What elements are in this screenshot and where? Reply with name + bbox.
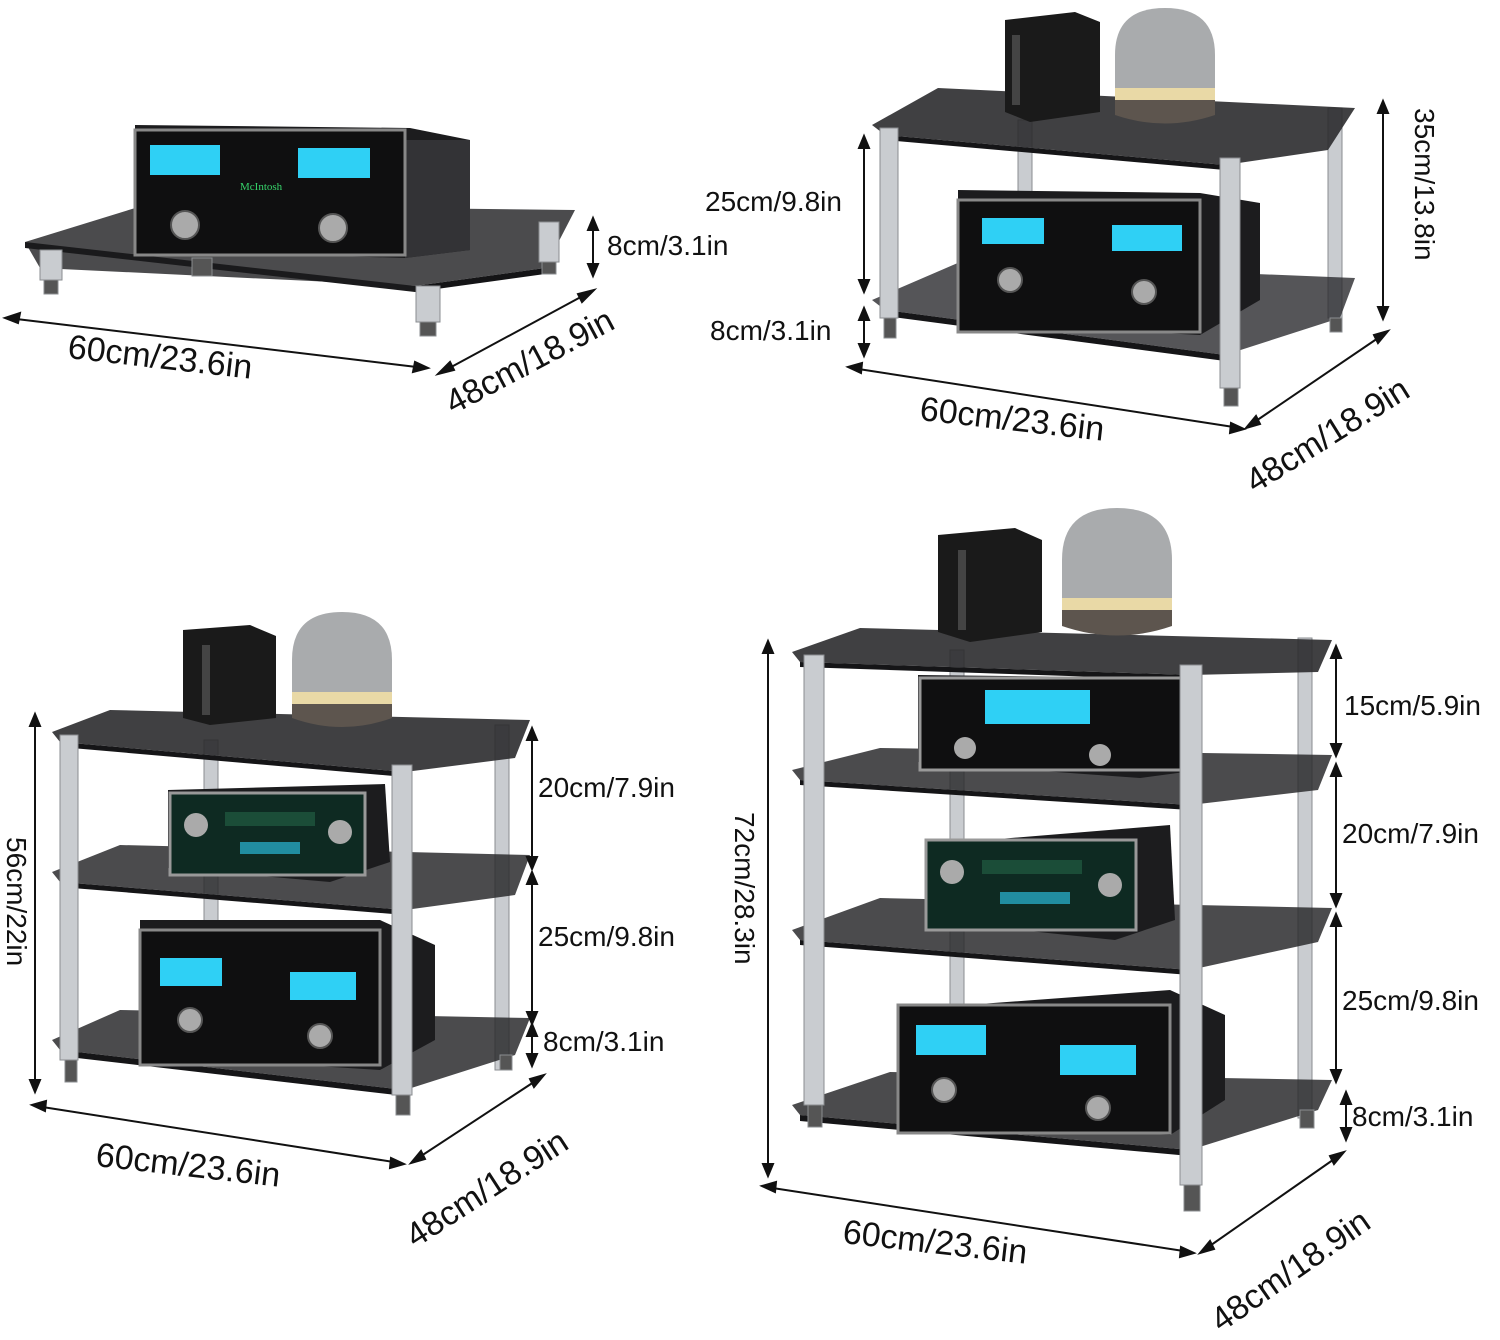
dimension-lines <box>759 638 1353 1259</box>
speaker-box <box>1005 12 1100 122</box>
smart-speaker <box>1062 508 1172 636</box>
amplifier <box>138 920 435 1070</box>
dimension-lines <box>845 98 1391 435</box>
receiver <box>924 825 1175 940</box>
total-height-label: 56cm/22in <box>1 837 32 967</box>
receiver <box>168 784 390 882</box>
foot-height-label: 8cm/3.1in <box>543 1026 665 1057</box>
speaker-box <box>183 625 276 725</box>
dimension-lines <box>28 711 547 1170</box>
top-glass-shelf <box>52 710 530 772</box>
amplifier <box>896 990 1225 1135</box>
top-glass-shelf <box>872 88 1355 165</box>
foot-height-label: 8cm/3.1in <box>1352 1101 1474 1132</box>
stand-2-tier-illustration <box>845 8 1391 435</box>
foot-height-label: 8cm/3.1in <box>607 230 729 261</box>
total-height-label: 35cm/13.8in <box>1409 108 1440 261</box>
stand-4-tier-illustration <box>759 508 1353 1259</box>
total-height-label: 72cm/28.3in <box>729 812 760 965</box>
stand-4-tier: 15cm/5.9in 20cm/7.9in 25cm/9.8in 8cm/3.1… <box>720 500 1500 1339</box>
amplifier <box>956 190 1260 335</box>
second-shelf-gap-label: 20cm/7.9in <box>1342 818 1479 849</box>
speaker-box <box>938 528 1042 642</box>
shelf-gap-label: 25cm/9.8in <box>705 186 842 217</box>
stand-1-tier: McIntosh 60cm/23.6in 48cm/18.9in 8cm/3.1… <box>0 0 760 450</box>
stand-1-tier-illustration: McIntosh <box>2 125 600 376</box>
third-shelf-gap-label: 25cm/9.8in <box>1342 985 1479 1016</box>
smart-speaker <box>292 612 392 727</box>
chrome-feet <box>39 221 560 337</box>
top-shelf-gap-label: 15cm/5.9in <box>1344 690 1481 721</box>
amplifier: McIntosh <box>133 125 470 258</box>
foot-height-label: 8cm/3.1in <box>710 315 832 346</box>
top-shelf-gap-label: 20cm/7.9in <box>538 772 675 803</box>
smart-speaker <box>1115 8 1215 124</box>
top-glass-shelf <box>792 628 1332 675</box>
middle-shelf-gap-label: 25cm/9.8in <box>538 921 675 952</box>
dimension-lines <box>2 215 600 376</box>
amp-brand-logo: McIntosh <box>240 181 283 193</box>
stand-3-tier: 20cm/7.9in 25cm/9.8in 8cm/3.1in 56cm/22i… <box>0 600 720 1260</box>
stand-2-tier: 25cm/9.8in 8cm/3.1in 35cm/13.8in 60cm/23… <box>700 0 1500 501</box>
power-amplifier <box>918 675 1200 778</box>
stand-3-tier-illustration <box>28 612 547 1170</box>
